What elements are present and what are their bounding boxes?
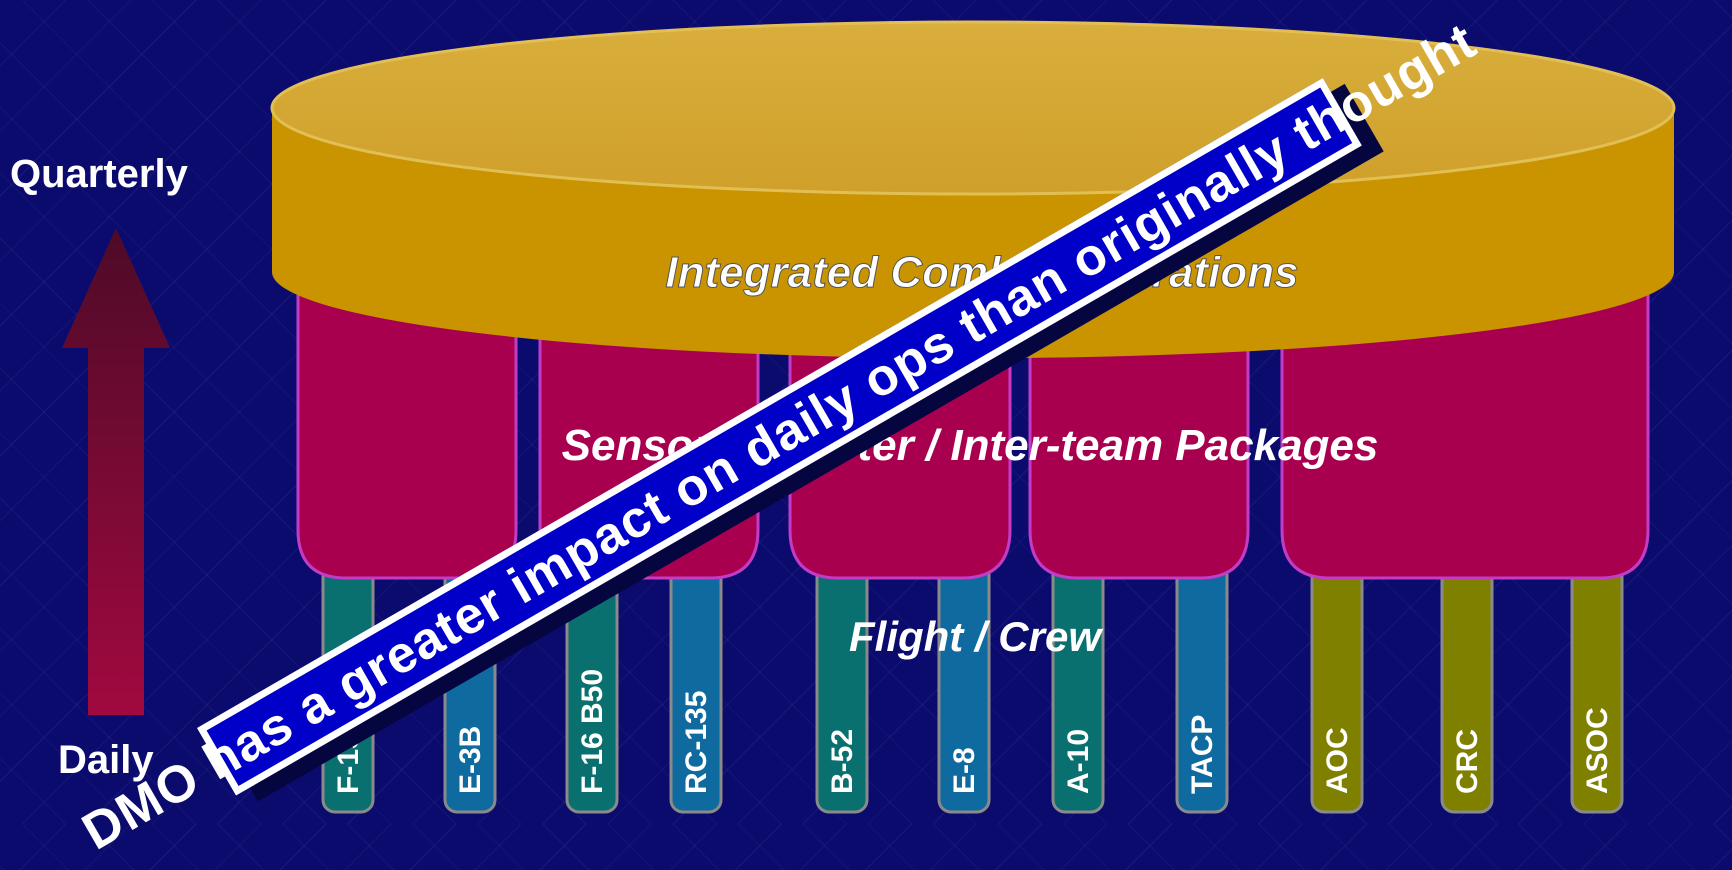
daily-label: Daily: [58, 738, 154, 782]
platform-label: TACP: [1186, 715, 1219, 794]
platform-label: CRC: [1451, 729, 1484, 794]
platform-label: RC-135: [680, 691, 713, 794]
bottom-tier-label: Flight / Crew: [849, 613, 1103, 660]
platform-leg: E-8: [937, 538, 991, 814]
platform-leg: ASOC: [1570, 538, 1624, 814]
platform-leg: TACP: [1175, 538, 1229, 814]
platform-label: A-10: [1062, 729, 1095, 794]
platform-leg: AOC: [1310, 538, 1364, 814]
platform-label: F-15: [332, 732, 365, 794]
platform-label: AOC: [1321, 727, 1354, 794]
quarterly-label: Quarterly: [10, 152, 188, 196]
platform-leg: B-52: [815, 538, 869, 814]
slide: F-15 E-3B F-16 B50 RC-135 B-52 E-8 A-10 TACP AOC…: [10, 12, 1676, 861]
platform-label: E-3B: [454, 726, 487, 794]
platform-leg: CRC: [1440, 538, 1494, 814]
platform-leg: RC-135: [669, 538, 723, 814]
platform-leg: F-16 B50: [565, 538, 619, 814]
platform-legs: F-15 E-3B F-16 B50 RC-135 B-52 E-8 A-10 TACP AOC…: [321, 538, 1624, 814]
platform-label: ASOC: [1581, 707, 1614, 794]
platform-label: F-16 B50: [576, 669, 609, 794]
platform-label: B-52: [826, 729, 859, 794]
platform-label: E-8: [948, 747, 981, 794]
time-arrow: [62, 228, 170, 715]
platform-leg: A-10: [1051, 538, 1105, 814]
